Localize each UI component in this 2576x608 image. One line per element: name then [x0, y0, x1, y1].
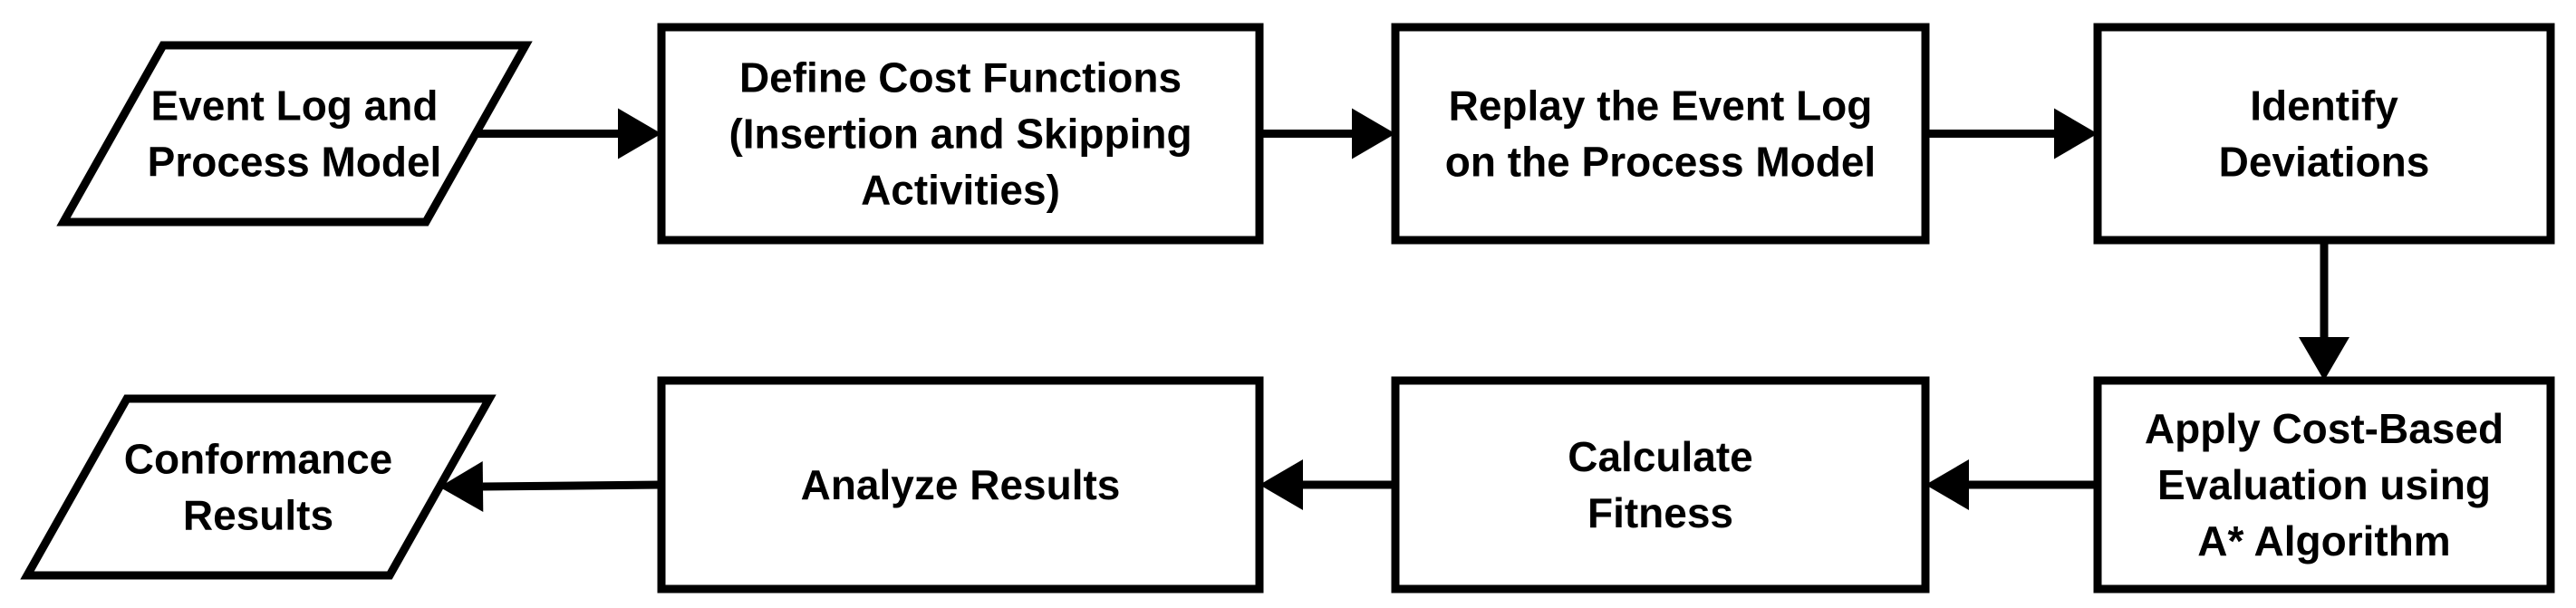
identify-box-shape — [2093, 23, 2555, 245]
define-cost-box-shape — [657, 23, 1264, 245]
fitness-label-line-1: Calculate — [1568, 433, 1753, 480]
node-replay: Replay the Event Log on the Process Model — [1391, 23, 1930, 245]
arrowhead-icon — [1259, 459, 1303, 510]
fitness-box-shape — [1391, 376, 1930, 594]
node-define-cost: Define Cost Functions (Insertion and Skip… — [657, 23, 1264, 245]
replay-label-line-1: Replay the Event Log — [1449, 82, 1873, 130]
apply-label-line-3: A* Algorithm — [2197, 517, 2450, 565]
output-label-line-1: Conformance — [124, 436, 392, 483]
arrowhead-icon — [439, 461, 484, 513]
output-parallelogram-shape — [20, 394, 497, 580]
analyze-label-line-1: Analyze Results — [801, 461, 1121, 508]
apply-box-shape — [2093, 376, 2555, 594]
arrow-input-to-define-cost — [476, 108, 661, 159]
arrow-replay-to-identify — [1925, 108, 2098, 159]
arrow-apply-to-fitness — [1925, 459, 2098, 510]
input-label-line-2: Process Model — [148, 139, 442, 186]
arrowhead-icon — [1352, 108, 1395, 159]
replay-label-line-2: on the Process Model — [1445, 139, 1876, 186]
fitness-label-line-2: Fitness — [1587, 489, 1733, 536]
analyze-box-shape — [657, 376, 1264, 594]
arrow-identify-to-apply — [2299, 240, 2349, 381]
apply-label-line-2: Evaluation using — [2157, 461, 2491, 508]
node-analyze: Analyze Results — [657, 376, 1264, 594]
arrow-shaft — [482, 480, 662, 491]
arrowhead-icon — [2299, 337, 2349, 381]
arrow-define-cost-to-replay — [1259, 108, 1395, 159]
identify-label-line-1: Identify — [2250, 82, 2398, 130]
arrowhead-icon — [618, 108, 661, 159]
output-label-line-2: Results — [183, 492, 333, 539]
define-cost-label-line-2: (Insertion and Skipping — [728, 111, 1192, 158]
input-label-line-1: Event Log and — [151, 82, 439, 130]
input-parallelogram-shape — [56, 41, 533, 227]
replay-box-shape — [1391, 23, 1930, 245]
define-cost-label-line-1: Define Cost Functions — [739, 54, 1182, 101]
apply-label-line-1: Apply Cost-Based — [2145, 405, 2504, 452]
arrowhead-icon — [1925, 459, 1969, 510]
arrowhead-icon — [2054, 108, 2098, 159]
arrow-analyze-to-output — [439, 461, 662, 513]
identify-label-line-2: Deviations — [2219, 139, 2430, 186]
define-cost-label-line-3: Activities) — [861, 167, 1060, 214]
arrow-fitness-to-analyze — [1259, 459, 1395, 510]
